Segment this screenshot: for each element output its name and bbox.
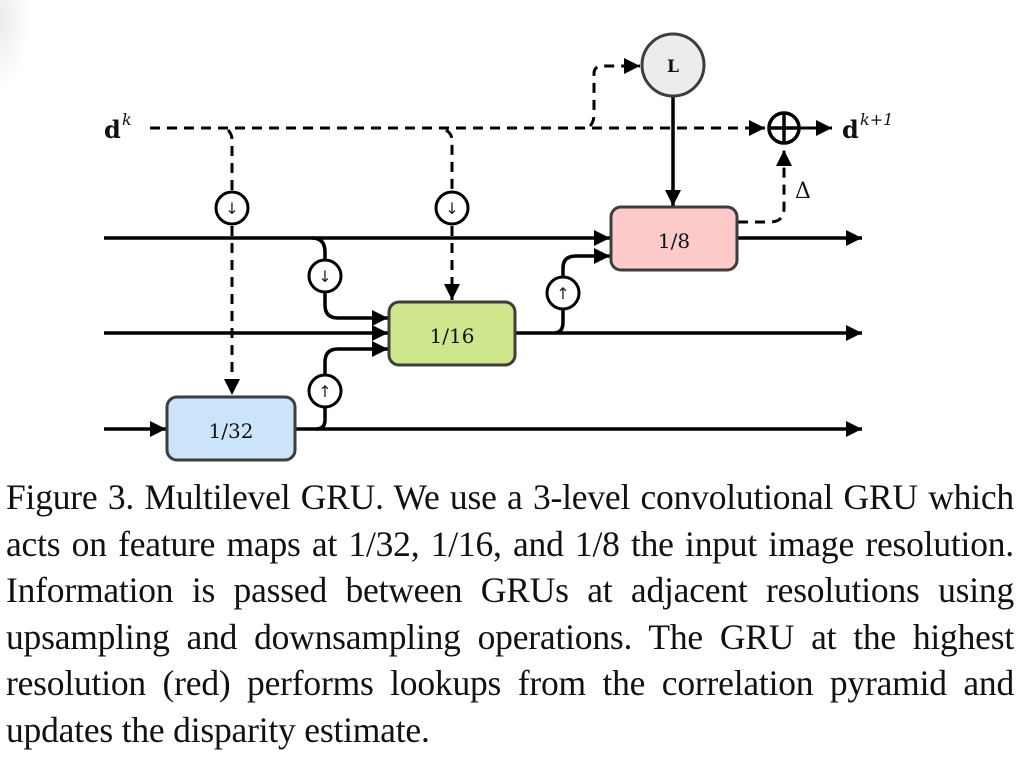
down-arrow-icon: ↓ xyxy=(225,199,238,218)
svg-text:k: k xyxy=(122,110,132,129)
figure-caption: Figure 3. Multilevel GRU. We use a 3-lev… xyxy=(6,477,1014,750)
upsample-op: ↑ xyxy=(545,275,581,311)
page-edge-shadow xyxy=(0,0,30,90)
up-arrow-icon: ↑ xyxy=(556,284,569,303)
gru-box-1-32: 1/32 xyxy=(165,395,297,462)
lookup-label: L xyxy=(667,57,679,77)
down-arrow-icon: ↓ xyxy=(318,267,331,286)
downsample-op: ↓ xyxy=(434,190,470,226)
svg-text:d: d xyxy=(842,115,859,144)
delta-label: Δ xyxy=(795,179,811,204)
svg-text:k+1: k+1 xyxy=(860,110,893,129)
upsample-op: ↑ xyxy=(307,373,343,409)
gru-box-1-16: 1/16 xyxy=(387,300,517,367)
gru-box-label: 1/32 xyxy=(209,419,254,443)
up-arrow-icon: ↑ xyxy=(318,382,331,401)
downsample-op: ↓ xyxy=(214,190,250,226)
disparity-input-path xyxy=(150,58,792,395)
gru-box-label: 1/8 xyxy=(658,229,690,253)
feature-paths xyxy=(104,97,862,437)
gru-box-1-8: 1/8 xyxy=(609,205,739,272)
downsample-op: ↓ xyxy=(307,258,343,294)
multilevel-gru-diagram: ↓ ↓ ↓ ↑ ↑ 1/32 1/16 1/8 L d k xyxy=(104,32,893,462)
down-arrow-icon: ↓ xyxy=(445,199,458,218)
lookup-node: L xyxy=(640,32,706,98)
output-disparity-label: d k+1 xyxy=(842,110,893,144)
svg-text:d: d xyxy=(104,115,121,144)
input-disparity-label: d k xyxy=(104,110,132,144)
gru-box-label: 1/16 xyxy=(430,324,475,348)
sum-node xyxy=(767,111,801,145)
